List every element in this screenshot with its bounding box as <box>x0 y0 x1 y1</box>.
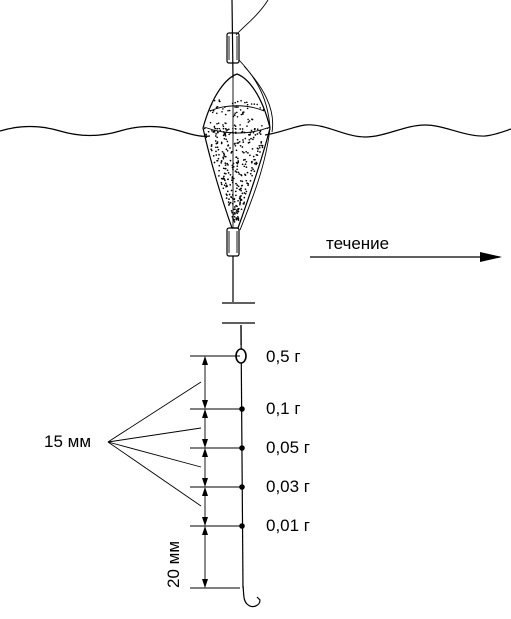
dimension-arrowhead <box>202 400 208 409</box>
spacing-label: 15 мм <box>44 432 91 451</box>
dimension-arrowhead <box>202 526 208 535</box>
weight-label: 0,1 г <box>266 399 301 418</box>
dimension-arrowhead <box>202 478 208 487</box>
dimension-arrowhead <box>202 579 208 588</box>
spacing-leader-line <box>107 441 202 468</box>
upper-cambric-tube <box>226 32 240 64</box>
sinker-shot <box>239 484 245 490</box>
dimension-arrowhead <box>202 517 208 526</box>
float-antenna <box>231 0 234 79</box>
water-surface <box>0 124 511 138</box>
dimension-arrowhead <box>202 356 208 365</box>
dimension-arrowhead <box>202 487 208 496</box>
weight-label: 0,03 г <box>266 477 310 496</box>
hook-gap-label: 20 мм <box>164 541 183 588</box>
weight-label: 0,05 г <box>266 438 310 457</box>
lower-cambric-tube <box>226 227 240 257</box>
sinker-shot <box>239 445 245 451</box>
sinker-shot <box>239 406 245 412</box>
dimension-arrowhead <box>202 439 208 448</box>
fishing-line-top <box>235 0 269 36</box>
weight-label: 0,01 г <box>266 516 310 535</box>
line-break-symbol <box>222 302 255 324</box>
dimension-arrowhead <box>202 409 208 418</box>
hook <box>242 585 261 608</box>
weight-label: 0,5 г <box>266 347 301 366</box>
float-body <box>202 59 274 231</box>
spacing-leader-line <box>107 381 202 443</box>
spacing-leader-line <box>107 427 202 443</box>
spacing-leader-line <box>107 441 202 507</box>
sinker-shot <box>239 523 245 529</box>
current-label: течение <box>326 234 389 253</box>
leader-line <box>240 324 244 589</box>
dimension-arrowhead <box>202 448 208 457</box>
